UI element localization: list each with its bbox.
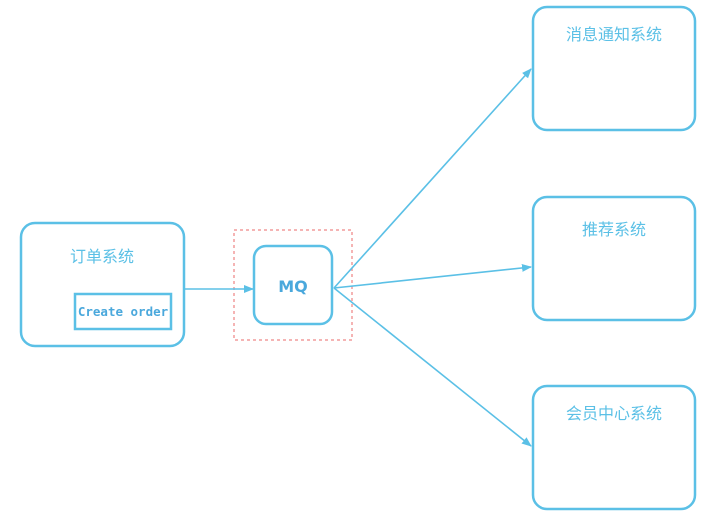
order-system-node: 订单系统 Create order <box>19 221 186 348</box>
arrow-mq-to-recommend <box>333 263 532 289</box>
mq-node: MQ <box>252 244 334 326</box>
member-system-title: 会员中心系统 <box>566 404 662 423</box>
recommend-system-node: 推荐系统 <box>531 195 697 322</box>
arrow-mq-to-notify <box>333 68 532 289</box>
mq-label: MQ <box>278 277 308 296</box>
create-order-label: Create order <box>78 304 169 319</box>
recommend-system-title: 推荐系统 <box>582 220 646 239</box>
notify-system-node: 消息通知系统 <box>531 5 697 132</box>
arrow-mq-to-member <box>333 287 532 447</box>
order-system-title: 订单系统 <box>70 247 134 266</box>
notify-system-title: 消息通知系统 <box>566 25 662 44</box>
member-system-node: 会员中心系统 <box>531 384 697 511</box>
create-order-box: Create order <box>73 292 173 331</box>
